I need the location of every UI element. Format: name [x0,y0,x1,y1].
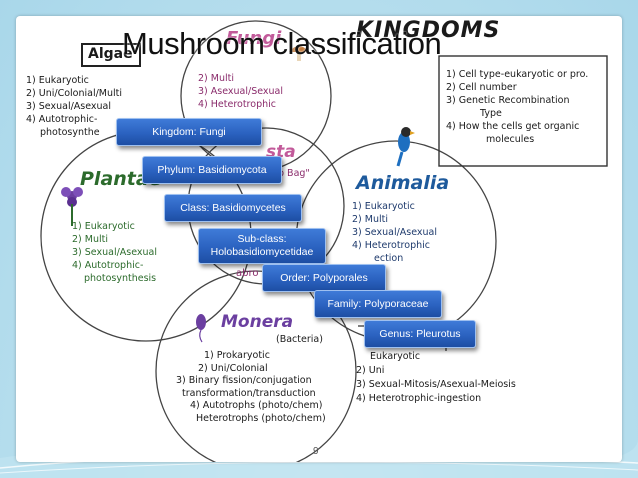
criteria-item: 4) How the cells get organic [446,121,580,132]
criteria-item: Type [480,108,502,119]
page-number: 9 [313,446,319,457]
plantae-traits: 1) Eukaryotic 2) Multi 3) Sexual/Asexual… [72,220,157,285]
monera-trait: 4) Autotrophs (photo/chem) [190,400,323,411]
fungi-trait: 4) Heterotrophic [198,99,276,110]
taxon-genus: Genus: Pleurotus [364,320,476,348]
monera-trait: 1) Prokaryotic [204,350,270,361]
criteria-list: 1) Cell type-eukaryotic or pro. 2) Cell … [446,68,588,146]
content-panel: KINGDOMS Algae Fungi 2) Multi 3) Asexual… [16,16,622,462]
criteria-item: 3) Genetic Recombination [446,95,570,106]
plantae-label: Plantae [80,168,162,190]
monera-trait: 2) Uni/Colonial [198,362,268,374]
abro-text: abro [236,268,259,279]
lower-traits-list: Eukaryotic 2) Uni 3) Sexual-Mitosis/Asex… [356,350,516,406]
left-trait: 2) Uni/Colonial/Multi [26,88,123,99]
mushroom-icon [289,46,309,61]
taxon-family-text: Family: Polyporaceae [327,297,429,310]
monera-trait: transformation/transduction [182,387,316,399]
slide-title: Mushroom classification [122,26,442,61]
monera-traits: 1) Prokaryotic 2) Uni/Colonial 3) Binary… [176,350,326,425]
taxon-kingdom-text: Kingdom: Fungi [152,125,226,138]
taxon-order: Order: Polyporales [262,264,386,292]
animalia-trait: 1) Eukaryotic [352,201,415,212]
lower-trait: 4) Heterotrophic-ingestion [356,393,482,404]
lower-trait: 2) Uni [356,365,385,376]
monera-sub: (Bacteria) [276,334,323,345]
left-traits-list: 1) Eukaryotic 2) Uni/Colonial/Multi 3) S… [26,74,122,139]
bird-icon [396,127,415,167]
fungi-traits: 2) Multi 3) Asexual/Sexual 4) Heterotrop… [198,72,283,111]
lower-trait: 3) Sexual-Mitosis/Asexual-Meiosis [356,379,516,390]
criteria-item: 2) Cell number [446,82,517,93]
criteria-item: 1) Cell type-eukaryotic or pro. [446,69,589,80]
algae-label: Algae [88,46,133,62]
animalia-trait: 3) Sexual/Asexual [352,227,438,238]
animalia-label: Animalia [356,172,450,194]
animalia-trait: ection [374,253,404,264]
animalia-trait: 2) Multi [352,214,388,225]
monera-trait: 3) Binary fission/conjugation [176,375,312,386]
fungi-trait: 3) Asexual/Sexual [198,86,284,97]
criteria-item: molecules [486,134,535,145]
taxon-subclass-line2: Holobasidiomycetidae [210,246,314,258]
animalia-traits: 1) Eukaryotic 2) Multi 3) Sexual/Asexual… [352,200,437,265]
taxon-class: Class: Basidiomycetes [164,194,302,222]
taxon-class-text: Class: Basidiomycetes [180,201,286,214]
flower-icon [61,187,83,226]
taxon-order-text: Order: Polyporales [280,271,368,284]
animalia-trait: 4) Heterotrophic [352,240,430,251]
kingdoms-heading: KINGDOMS [356,18,501,43]
plantae-trait: 4) Autotrophic- [72,260,144,271]
taxon-phylum: Phylum: Basidiomycota [142,156,282,184]
taxon-family: Family: Polyporaceae [314,290,442,318]
taxon-genus-text: Genus: Pleurotus [379,327,461,340]
bacterium-icon [196,314,206,343]
lower-trait: Eukaryotic [370,351,421,362]
plantae-trait: photosynthesis [84,273,157,284]
protista-note: b Bag" [278,168,310,179]
fungi-trait: 2) Multi [198,73,234,84]
taxon-subclass-line1: Sub-class: [237,233,287,245]
left-trait: 3) Sexual/Asexual [26,101,112,112]
left-trait: 1) Eukaryotic [26,75,89,86]
left-trait: 4) Autotrophic- [26,114,98,125]
plantae-trait: 1) Eukaryotic [72,221,135,232]
monera-label: Monera [221,312,294,332]
monera-trait: Heterotrophs (photo/chem) [196,412,326,424]
fungi-label: Fungi [226,28,282,49]
taxon-subclass-text: Sub-class: Holobasidiomycetidae [211,233,314,259]
plantae-trait: 3) Sexual/Asexual [72,247,158,258]
plantae-trait: 2) Multi [72,234,108,245]
taxon-phylum-text: Phylum: Basidiomycota [157,163,267,176]
taxon-kingdom: Kingdom: Fungi [116,118,262,146]
taxon-subclass: Sub-class: Holobasidiomycetidae [198,228,326,264]
left-trait: photosynthe [40,127,100,138]
